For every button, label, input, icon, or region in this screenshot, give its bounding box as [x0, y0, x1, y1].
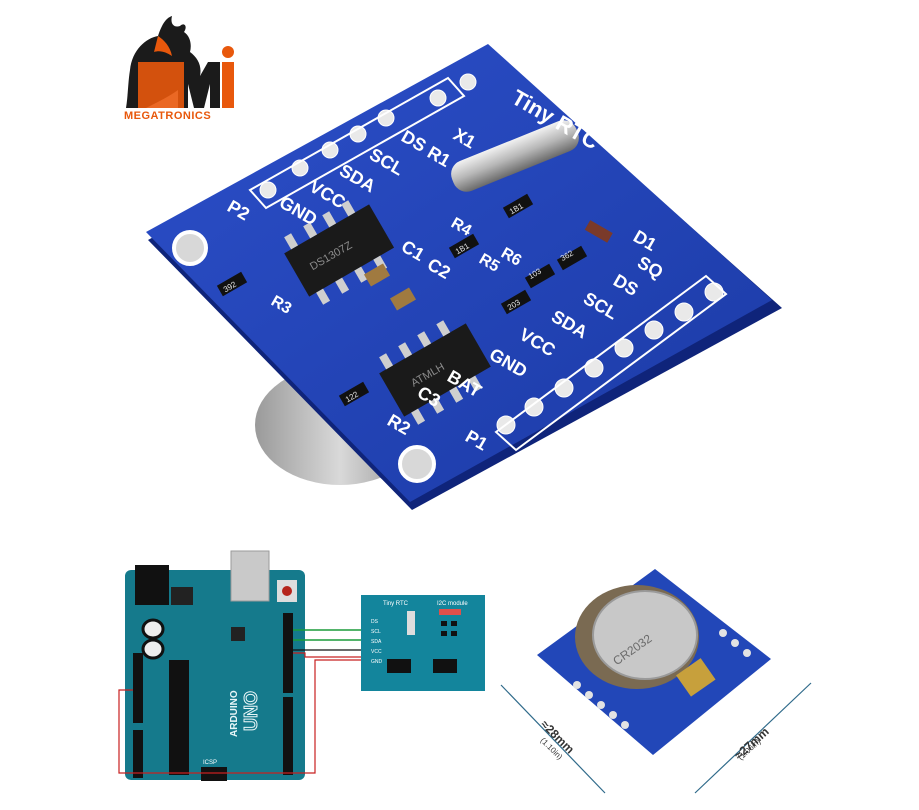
crystal — [451, 120, 579, 192]
header-p2 — [259, 73, 477, 199]
megatronics-logo: Mi MEGATRONICS — [118, 10, 240, 124]
module-dimensions-photo: CR2032 ≈28mm (1.10in) ≈27mm (1.06in) — [495, 555, 915, 805]
eeprom-chip: ATMLH — [379, 320, 491, 425]
board-brand: ARDUINO — [229, 690, 240, 737]
board-model: UNO — [241, 691, 261, 731]
capacitor-c1 — [363, 263, 391, 287]
icsp-label: ICSP — [203, 760, 217, 766]
arduino-wiring-diagram: ARDUINO UNO ICSP Tiny RTC I2C module DS … — [115, 545, 495, 805]
brand-name: MEGATRONICS — [124, 110, 212, 122]
resistors — [216, 193, 588, 407]
rtc-module-photo: DS1307Z ATMLH 392 122 1B1 1 — [130, 40, 790, 520]
logo-mark-icon — [126, 16, 234, 108]
svg-text:VCC: VCC — [371, 649, 382, 655]
svg-text:DS: DS — [371, 619, 379, 625]
pcb-board — [146, 44, 772, 502]
ds1307-chip: DS1307Z — [284, 200, 395, 305]
capacitor-c2 — [389, 287, 417, 311]
wire-gnd — [118, 659, 361, 774]
diode-d1 — [584, 220, 613, 243]
module-title-left: Tiny RTC — [383, 601, 409, 607]
coin-battery — [592, 590, 698, 680]
svg-text:SDA: SDA — [371, 639, 382, 645]
svg-text:SCL: SCL — [371, 629, 381, 635]
module-title-right: I2C module — [437, 601, 468, 607]
svg-text:GND: GND — [371, 659, 383, 665]
rtc-module-diagram — [361, 595, 485, 691]
